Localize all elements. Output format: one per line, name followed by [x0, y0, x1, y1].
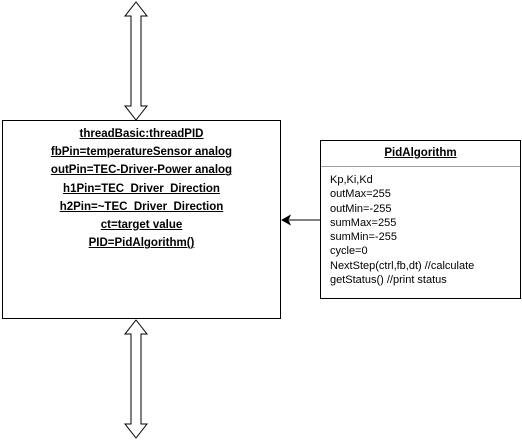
thread-line-out-pin: outPin=TEC-Driver-Power analog: [50, 164, 233, 177]
thread-line-pid: PID=PidAlgorithm(): [88, 237, 195, 250]
pid-class-divider: [321, 166, 520, 167]
pid-attr-gains: Kp,Ki,Kd: [330, 174, 373, 186]
pid-algorithm-class[interactable]: PidAlgorithm Kp,Ki,Kd outMax=255 outMin=…: [320, 140, 521, 299]
pid-attr-cycle: cycle=0: [330, 245, 368, 258]
pid-attr-out-max: outMax=255: [330, 188, 391, 201]
thread-line-name: threadBasic:threadPID: [79, 128, 204, 140]
connector-arrowhead: [280, 214, 292, 226]
thread-pid-text: threadBasic:threadPID fbPin=temperatureS…: [3, 125, 280, 252]
pid-class-attributes: Kp,Ki,Kd outMax=255 outMin=-255 sumMax=2…: [330, 173, 474, 287]
thread-line-h1-pin: h1Pin=TEC_Driver_Direction: [63, 182, 220, 195]
pid-attr-out-min: outMin=-255: [330, 202, 392, 215]
pid-method-next-step: NextStep(ctrl,fb,dt) //calculate: [330, 259, 475, 272]
thread-line-fb-pin: fbPin=temperatureSensor analog: [50, 146, 233, 159]
thread-pid-block[interactable]: threadBasic:threadPID fbPin=temperatureS…: [2, 120, 281, 319]
pid-attr-sum-max: sumMax=255: [330, 216, 397, 229]
thread-line-ct: ct=target value: [100, 219, 183, 232]
pid-class-title: PidAlgorithm: [384, 147, 457, 159]
top-double-arrow: [123, 1, 149, 121]
pid-attr-sum-min: sumMin=-255: [330, 231, 397, 244]
pid-method-get-status: getStatus() //print status: [330, 274, 447, 287]
thread-line-h2-pin: h2Pin=~TEC_Driver_Direction: [59, 200, 224, 213]
bottom-double-arrow: [123, 319, 149, 439]
